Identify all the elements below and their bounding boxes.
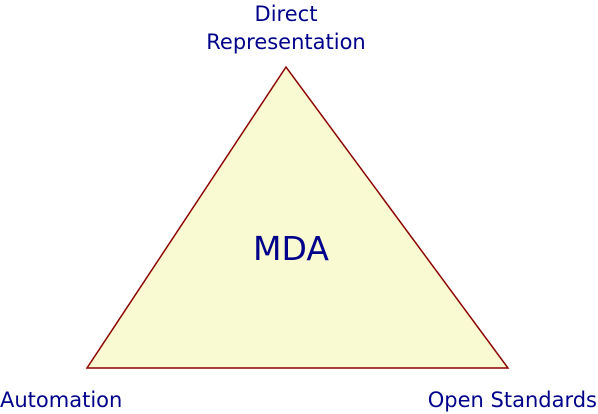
vertex-label-line-1: Direct bbox=[254, 2, 318, 26]
vertex-label-direct-representation: Direct Representation bbox=[186, 0, 386, 56]
mda-triangle bbox=[85, 65, 510, 369]
vertex-label-automation: Automation bbox=[0, 388, 123, 412]
vertex-label-line-2: Representation bbox=[206, 30, 366, 54]
vertex-label-open-standards: Open Standards bbox=[427, 388, 597, 412]
center-label-mda: MDA bbox=[253, 229, 329, 268]
